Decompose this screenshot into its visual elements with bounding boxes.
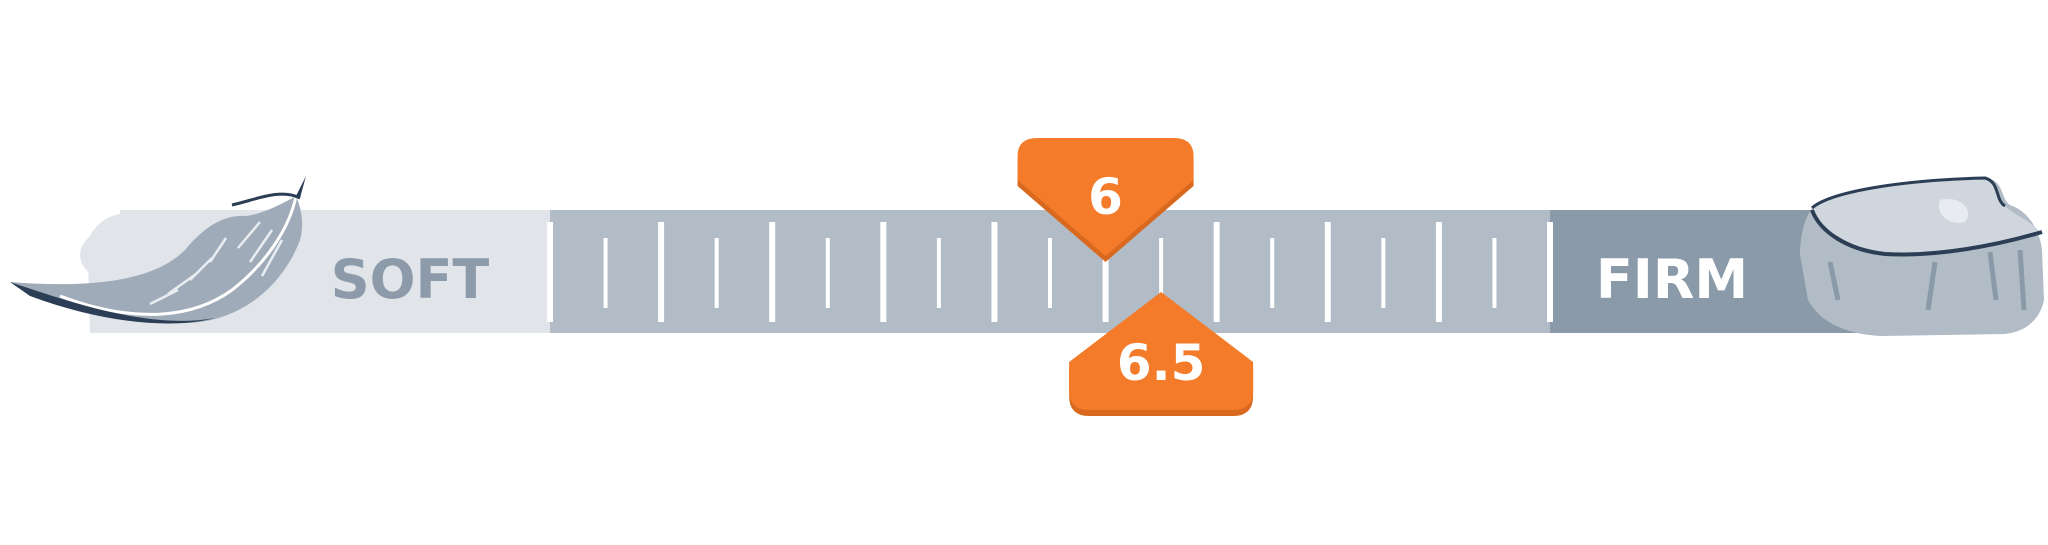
firmness-marker: 6 — [1017, 138, 1194, 262]
major-tick — [658, 222, 665, 322]
minor-tick — [1492, 238, 1497, 308]
minor-tick — [1270, 238, 1275, 308]
marker-value: 6.5 — [1117, 334, 1206, 392]
major-tick — [1102, 222, 1109, 322]
major-tick — [547, 222, 553, 322]
firmness-markers: 66.5 — [1017, 138, 1254, 416]
minor-tick — [1048, 238, 1052, 308]
feather-icon — [10, 176, 306, 324]
major-tick — [991, 222, 998, 322]
minor-tick — [1381, 238, 1386, 308]
minor-tick — [936, 238, 941, 308]
minor-tick — [825, 238, 830, 308]
major-tick — [880, 222, 887, 322]
marker-shape — [1069, 292, 1254, 410]
minor-tick — [1159, 238, 1164, 308]
major-tick — [1547, 222, 1553, 322]
firmness-marker: 6.5 — [1069, 292, 1254, 416]
firm-label: FIRM — [1596, 248, 1748, 311]
scale-ticks — [547, 222, 1553, 322]
major-tick — [1435, 222, 1442, 322]
major-tick — [769, 222, 776, 322]
marker-shape — [1017, 138, 1194, 256]
rock-icon — [1800, 176, 2044, 336]
major-tick — [1213, 222, 1220, 322]
soft-label: SOFT — [331, 248, 490, 311]
marker-value: 6 — [1088, 168, 1123, 226]
minor-tick — [714, 238, 719, 308]
major-tick — [1324, 222, 1331, 322]
minor-tick — [603, 238, 608, 308]
